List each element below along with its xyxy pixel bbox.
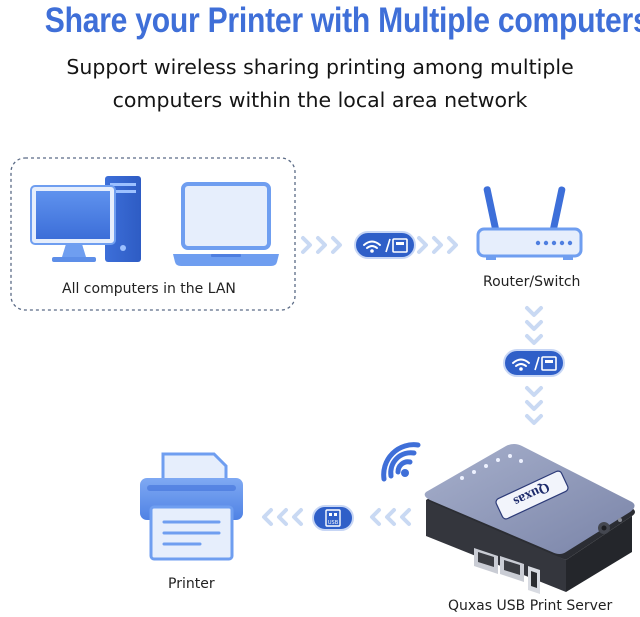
ethernet-port-icon — [392, 238, 408, 253]
wifi-ethernet-badge-top — [354, 231, 416, 259]
subtitle-line-1: Support wireless sharing printing among … — [66, 55, 574, 79]
slash-icon — [385, 238, 391, 253]
router-icon — [476, 186, 583, 260]
wifi-icon — [363, 240, 381, 249]
subtitle-line-2: computers within the local area network — [112, 88, 528, 112]
usb-badge-text: USB — [328, 520, 339, 526]
usb-port — [528, 566, 540, 594]
wifi-signal-icon — [381, 442, 421, 482]
arrow-server-to-printer — [262, 508, 411, 526]
computers-label: All computers in the LAN — [62, 281, 236, 297]
lan-group-box — [10, 157, 296, 311]
laptop-icon — [173, 182, 279, 266]
router-label: Router/Switch — [483, 274, 581, 290]
print-server-device: Quxas — [424, 444, 635, 594]
arrow-lan-to-router — [301, 236, 458, 254]
brand-plate — [495, 470, 569, 520]
arrow-router-to-server — [525, 306, 543, 425]
printer-icon — [140, 452, 243, 561]
page-title: Share your Printer with Multiple compute… — [44, 1, 640, 40]
print-server-label: Quxas USB Print Server — [448, 598, 613, 614]
printer-label: Printer — [168, 576, 215, 592]
wifi-ethernet-badge-right — [503, 349, 565, 377]
usb-badge: USB — [312, 505, 354, 531]
ethernet-ports — [474, 548, 524, 582]
usb-icon — [325, 509, 341, 527]
desktop-computer-icon — [30, 176, 141, 262]
